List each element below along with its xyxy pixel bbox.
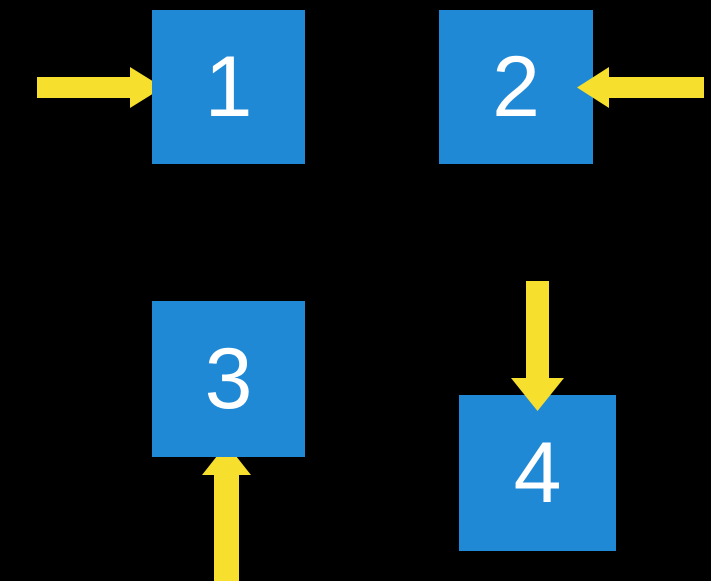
arrow-down-into-node-4 <box>511 281 564 411</box>
arrow-up-icon <box>202 444 251 581</box>
node-label-4: 4 <box>513 425 562 521</box>
arrow-right-icon <box>37 67 163 108</box>
arrow-up-into-node-3 <box>202 444 251 581</box>
arrow-left-icon <box>577 67 704 108</box>
arrow-down-icon <box>511 281 564 411</box>
arrow-right-into-node-1 <box>37 67 163 108</box>
node-block-1[interactable]: 1 <box>152 10 305 164</box>
node-block-2[interactable]: 2 <box>439 10 593 164</box>
node-block-4[interactable]: 4 <box>459 395 616 551</box>
arrow-left-into-node-2 <box>577 67 704 108</box>
node-label-1: 1 <box>204 39 253 135</box>
node-label-3: 3 <box>204 331 253 427</box>
node-block-3[interactable]: 3 <box>152 301 305 457</box>
node-label-2: 2 <box>492 39 540 135</box>
